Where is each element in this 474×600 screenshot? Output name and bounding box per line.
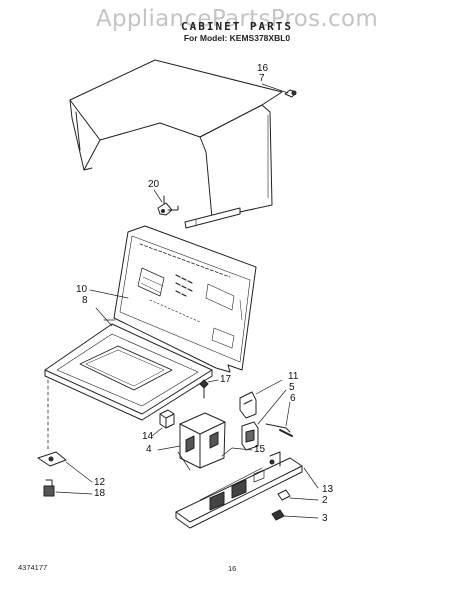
leader-11: [255, 379, 283, 395]
callout-7: 7: [259, 73, 265, 84]
leader-5: [257, 389, 287, 425]
screw-part-17: [199, 379, 209, 399]
hinge-part-12: [37, 451, 67, 467]
callout-12: 12: [94, 477, 106, 488]
leader-3: [283, 515, 319, 519]
document-number: 4374177: [18, 563, 48, 572]
callout-3: 3: [322, 513, 328, 524]
watermark: AppliancePartsPros.com: [95, 6, 379, 32]
leader-10: [89, 289, 129, 299]
callout-4: 4: [146, 444, 152, 455]
fuse-holder-part-5: [241, 421, 259, 451]
leader-12: [65, 461, 93, 483]
leader-18: [55, 491, 93, 495]
bracket-part-20: [157, 195, 179, 216]
leader-20: [153, 189, 163, 203]
callout-8: 8: [82, 295, 88, 306]
transformer-part-4: [177, 412, 233, 471]
cabinet-wrapper: [69, 59, 283, 229]
model-line: For Model: KEMS378XBL0: [183, 33, 291, 43]
screw-part-3: [271, 509, 285, 521]
callout-10: 10: [76, 284, 88, 295]
leader-17: [207, 379, 219, 383]
callout-20: 20: [148, 179, 160, 190]
callout-16: 16: [257, 63, 269, 74]
leader-8: [95, 307, 113, 327]
callout-2: 2: [322, 495, 328, 506]
callout-18: 18: [94, 488, 106, 499]
leader-16: [261, 83, 289, 94]
callout-15: 15: [254, 444, 266, 455]
callout-5: 5: [289, 382, 295, 393]
leader-4: [157, 445, 181, 451]
page-number: 16: [228, 564, 237, 573]
leader-15: [231, 447, 253, 451]
capacitor-part-14: [159, 409, 175, 429]
callout-17: 17: [220, 374, 232, 385]
screw-part-16: [284, 89, 297, 98]
leader-13: [303, 467, 319, 489]
callout-11: 11: [288, 371, 299, 382]
leader-14: [151, 427, 163, 437]
leader-6: [285, 401, 291, 427]
callout-13: 13: [322, 484, 334, 495]
callout-14: 14: [142, 431, 154, 442]
switch-part-11: [239, 391, 257, 419]
fuse-part-6: [265, 423, 293, 437]
diagram-title: CABINET PARTS: [180, 20, 294, 33]
base-pan: [44, 319, 213, 421]
back-panel: [113, 225, 257, 373]
callout-6: 6: [290, 393, 296, 404]
foot-part-18: [43, 479, 55, 497]
chassis-bracket-part-13: [175, 451, 303, 529]
clip-part-2: [277, 489, 291, 501]
leader-2: [289, 497, 319, 501]
